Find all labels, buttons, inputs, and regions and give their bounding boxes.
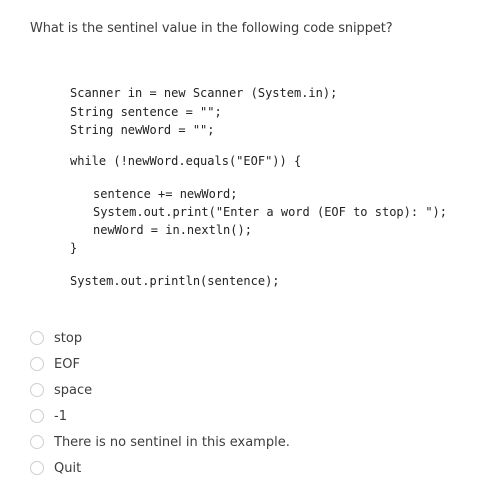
radio-button[interactable] <box>30 357 44 371</box>
question-text: What is the sentinel value in the follow… <box>30 21 393 36</box>
option-label: EOF <box>54 356 80 372</box>
option-label: There is no sentinel in this example. <box>54 434 290 450</box>
answer-option[interactable]: space <box>30 380 470 400</box>
code-line: newWord = in.nextln(); <box>93 223 252 237</box>
radio-button[interactable] <box>30 331 44 345</box>
code-line: System.out.println(sentence); <box>70 274 280 288</box>
code-line: while (!newWord.equals("EOF")) { <box>70 154 302 168</box>
code-line: String sentence = ""; <box>70 105 222 119</box>
radio-button[interactable] <box>30 435 44 449</box>
code-line: Scanner in = new Scanner (System.in); <box>70 86 338 100</box>
radio-button[interactable] <box>30 461 44 475</box>
answer-option[interactable]: -1 <box>30 406 470 426</box>
answer-option[interactable]: stop <box>30 328 470 348</box>
option-label: stop <box>54 330 83 346</box>
answer-option[interactable]: EOF <box>30 354 470 374</box>
option-label: -1 <box>54 408 67 424</box>
code-line: } <box>70 241 78 255</box>
answer-option[interactable]: Quit <box>30 458 470 478</box>
code-line: sentence += newWord; <box>93 187 238 201</box>
code-line: System.out.print("Enter a word (EOF to s… <box>93 205 448 219</box>
code-line: String newWord = ""; <box>70 123 215 137</box>
answer-option[interactable]: There is no sentinel in this example. <box>30 432 470 452</box>
radio-button[interactable] <box>30 409 44 423</box>
radio-button[interactable] <box>30 383 44 397</box>
option-label: Quit <box>54 460 82 476</box>
option-label: space <box>54 382 93 398</box>
